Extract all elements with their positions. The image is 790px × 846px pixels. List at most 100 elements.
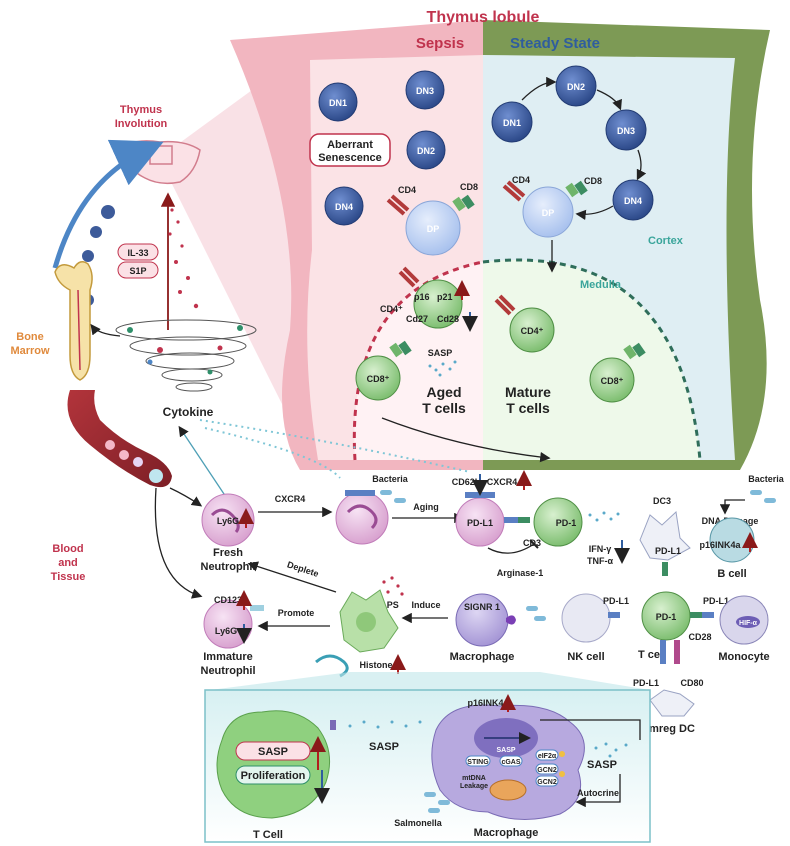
svg-text:SASP: SASP bbox=[428, 348, 453, 358]
cytokine-swirl bbox=[115, 319, 257, 392]
ly6g-label-2: Ly6G bbox=[215, 626, 237, 636]
svg-text:Aberrant: Aberrant bbox=[327, 139, 373, 151]
dn3-cell-steady: DN3 bbox=[605, 109, 647, 151]
ifn-label: IFN-γ bbox=[589, 544, 612, 554]
aged-cd4-cell: CD4⁺ p16 p21 Cd27 Cd28 bbox=[380, 266, 478, 332]
cxcr4-label-1: CXCR4 bbox=[275, 494, 306, 504]
svg-text:T cell: T cell bbox=[638, 649, 666, 661]
bone-marrow-icon bbox=[54, 261, 93, 381]
p21-label: p21 bbox=[437, 292, 453, 302]
svg-text:Neutrophil: Neutrophil bbox=[201, 665, 256, 677]
svg-text:GCN2: GCN2 bbox=[537, 767, 557, 774]
thymus-output-arrow bbox=[381, 417, 551, 463]
cd62l-label: CD62L bbox=[452, 477, 481, 487]
svg-text:p16INK4a: p16INK4a bbox=[467, 698, 509, 708]
cd4-label: CD4 bbox=[398, 185, 416, 195]
inset-panel: SASP Proliferation T Cell SASP p16INK4a … bbox=[204, 672, 651, 843]
svg-text:mreg DC: mreg DC bbox=[649, 723, 695, 735]
svg-text:eIF2α: eIF2α bbox=[538, 753, 557, 760]
svg-text:Monocyte: Monocyte bbox=[718, 651, 769, 663]
svg-text:DP: DP bbox=[542, 208, 555, 218]
svg-text:NK cell: NK cell bbox=[567, 651, 604, 663]
promote-label: Promote bbox=[278, 608, 315, 618]
blood-tissue-label-1: Blood bbox=[52, 543, 83, 555]
cortex-label: Cortex bbox=[648, 235, 684, 247]
bacteria-icon-1: Bacteria bbox=[372, 474, 409, 503]
thymus-lobule: Thymus lobule Sepsis Steady State Cortex… bbox=[170, 9, 770, 470]
svg-text:DN3: DN3 bbox=[416, 86, 434, 96]
cytokine-label: Cytokine bbox=[163, 405, 214, 419]
svg-text:DP: DP bbox=[427, 224, 440, 234]
aging-label: Aging bbox=[413, 502, 439, 512]
steady-state-label: Steady State bbox=[510, 35, 600, 52]
inset-t-cell: SASP Proliferation T Cell bbox=[216, 710, 331, 841]
mreg-dc: PD-L1 CD80 mreg DC bbox=[633, 640, 704, 735]
svg-text:CD8⁺: CD8⁺ bbox=[367, 374, 390, 384]
svg-text:DN2: DN2 bbox=[567, 82, 585, 92]
p16-label: p16 bbox=[414, 292, 430, 302]
il33-box: IL-33 bbox=[117, 243, 159, 261]
monocyte: HIF-α Monocyte bbox=[718, 595, 770, 663]
svg-text:Neutrophil: Neutrophil bbox=[201, 561, 256, 573]
mature-cd8-cell: CD8⁺ bbox=[589, 342, 646, 403]
bone-marrow-label-2: Marrow bbox=[10, 345, 50, 357]
svg-text:PD-1: PD-1 bbox=[656, 612, 677, 622]
immature-neutrophil: CD123 Ly6G Immature Neutrophil bbox=[201, 590, 264, 677]
thymus-title: Thymus lobule bbox=[427, 9, 540, 26]
svg-text:CD4: CD4 bbox=[512, 175, 530, 185]
mature-cd4-cell: CD4⁺ bbox=[494, 294, 555, 353]
svg-text:p16INK4a: p16INK4a bbox=[699, 540, 741, 550]
dp-cell-steady: DP CD4 CD8 bbox=[502, 175, 602, 238]
bone-marrow-label-1: Bone bbox=[16, 331, 44, 343]
b-cell: Bacteria DNA Damage p16INK4a B cell bbox=[699, 474, 784, 580]
svg-text:Involution: Involution bbox=[115, 118, 168, 130]
dn4-cell-steady: DN4 bbox=[612, 179, 654, 221]
central-t-cell: PD-1 T cell CD28 PD-L1 bbox=[638, 591, 729, 661]
induce-label: Induce bbox=[411, 600, 440, 610]
cd8-label: CD8 bbox=[460, 182, 478, 192]
cd27-label: Cd27 bbox=[406, 314, 428, 324]
fresh-neutrophil: Ly6G Fresh Neutrophil bbox=[201, 493, 256, 573]
dn1-cell-sepsis: DN1 bbox=[318, 82, 358, 122]
dn1-cell-steady: DN1 bbox=[491, 101, 533, 143]
svg-text:Leakage: Leakage bbox=[460, 783, 488, 790]
medulla-label: Medulla bbox=[580, 279, 622, 291]
histone-net-cell: Histone bbox=[315, 589, 406, 678]
svg-text:Bacteria: Bacteria bbox=[748, 474, 785, 484]
aging-neutrophil bbox=[335, 490, 389, 545]
aged-cd8-cell: CD8⁺ bbox=[355, 340, 412, 401]
svg-text:PD-L1: PD-L1 bbox=[603, 596, 629, 606]
magnification-cone bbox=[170, 55, 300, 440]
svg-text:DC3: DC3 bbox=[653, 496, 671, 506]
svg-text:mtDNA: mtDNA bbox=[462, 775, 486, 782]
tnf-label: TNF-α bbox=[587, 556, 613, 566]
svg-text:CD4⁺: CD4⁺ bbox=[521, 326, 544, 336]
svg-text:T Cell: T Cell bbox=[253, 829, 283, 841]
svg-text:SASP: SASP bbox=[258, 746, 288, 758]
svg-text:Salmonella: Salmonella bbox=[394, 818, 443, 828]
macrophage-mid: SIGNR 1 Macrophage bbox=[450, 593, 546, 663]
cytokine-ribbon bbox=[178, 419, 471, 501]
sasp-dots-thymus: SASP bbox=[428, 348, 457, 377]
svg-text:Macrophage: Macrophage bbox=[474, 827, 539, 839]
inset-sasp-right: SASP bbox=[587, 759, 617, 771]
progenitor-cells bbox=[82, 205, 115, 306]
dn3-cell-sepsis: DN3 bbox=[405, 70, 445, 110]
mature-t-cells-label-2: T cells bbox=[506, 400, 550, 416]
svg-text:DN4: DN4 bbox=[624, 196, 642, 206]
svg-text:Fresh: Fresh bbox=[213, 547, 243, 559]
sepsis-label: Sepsis bbox=[416, 35, 464, 52]
cd28-label: Cd28 bbox=[437, 314, 459, 324]
cd28-mid-label: CD28 bbox=[688, 632, 711, 642]
svg-text:SASP: SASP bbox=[496, 747, 515, 754]
svg-text:PD-L1: PD-L1 bbox=[703, 596, 729, 606]
svg-text:Histone: Histone bbox=[359, 660, 392, 670]
aged-t-cells-label-1: Aged bbox=[427, 384, 462, 400]
svg-text:CD4⁺: CD4⁺ bbox=[380, 304, 403, 314]
dp-cell-sepsis: DP CD4 CD8 bbox=[386, 182, 478, 256]
lps-dots bbox=[382, 576, 404, 596]
aged-t-cells-label-2: T cells bbox=[422, 400, 466, 416]
thymus-involution: Thymus Involution bbox=[115, 104, 201, 185]
